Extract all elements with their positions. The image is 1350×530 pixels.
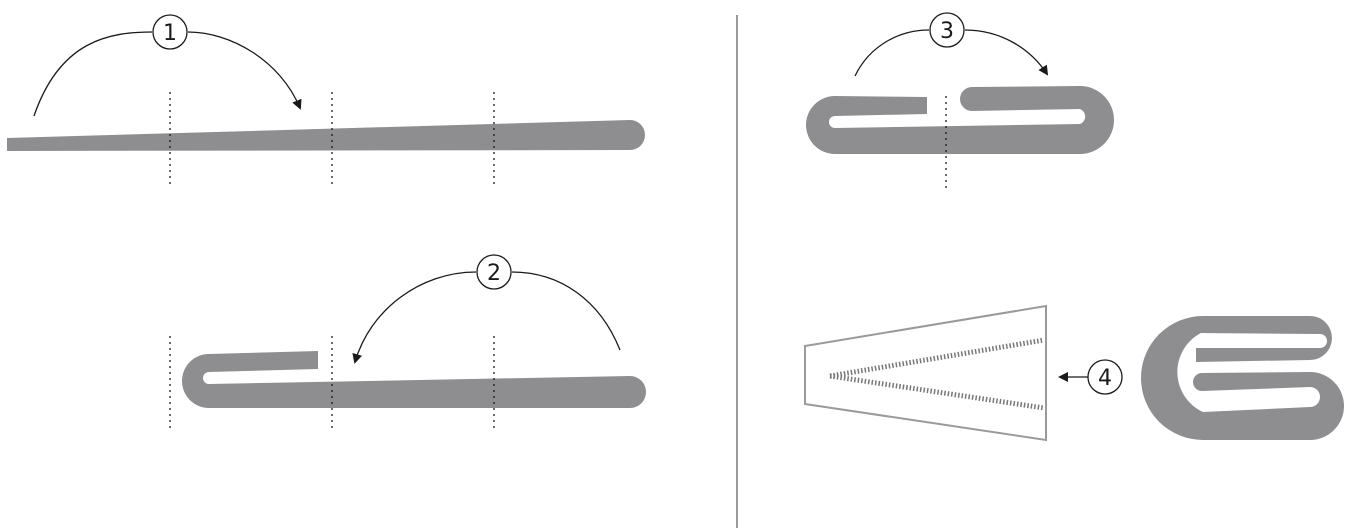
- step-2-group: 2: [169, 254, 646, 432]
- strip-folded-once: [182, 351, 646, 408]
- step-badge-3: [929, 12, 965, 48]
- final-folded-strip: [1141, 316, 1344, 440]
- strip-flat: [7, 120, 645, 151]
- step-badge-4: [1087, 359, 1123, 395]
- funnel-outline: [804, 304, 1047, 442]
- step-3-group: 3: [806, 12, 1114, 192]
- step-1-group: 1: [7, 14, 645, 188]
- fold-arrow-1: [33, 31, 300, 116]
- funnel-channel-upper: [829, 337, 1045, 379]
- step-number-1: 1: [163, 21, 177, 46]
- step-number-4: 4: [1098, 366, 1112, 391]
- step-4-group: 4: [804, 304, 1344, 442]
- step-badge-1: [152, 14, 188, 50]
- step-number-2: 2: [487, 261, 501, 286]
- step-number-3: 3: [940, 19, 954, 44]
- fold-arrow-3: [854, 29, 1047, 76]
- strip-folded-twice: [806, 86, 1114, 154]
- step-badge-2: [476, 254, 512, 290]
- funnel-channel-lower: [829, 373, 1045, 411]
- fold-arrow-2: [355, 271, 621, 362]
